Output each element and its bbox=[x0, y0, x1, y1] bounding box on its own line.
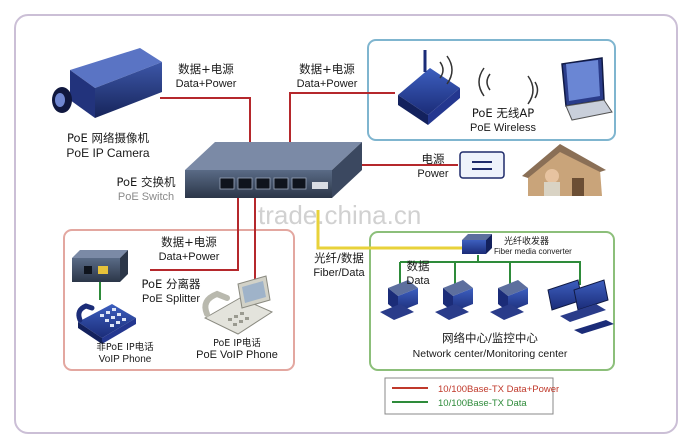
ap-link-line bbox=[289, 92, 395, 143]
camera-label-cn: PoE 网络摄像机 bbox=[67, 131, 149, 145]
converter-label-en: Fiber media converter bbox=[494, 247, 572, 256]
ip-phone-icon bbox=[76, 303, 136, 344]
voip-non-poe-label-cn: 非PoE IP电话 bbox=[96, 341, 154, 353]
fiber-label-cn: 光纤/数据 bbox=[314, 251, 364, 265]
diagram-frame bbox=[14, 14, 678, 434]
splitter-label-en: PoE Splitter bbox=[142, 293, 200, 305]
poe-splitter-icon bbox=[72, 250, 128, 282]
center-bus-line bbox=[477, 255, 581, 285]
power-label-en: Power bbox=[417, 168, 449, 180]
splitter-label-cn: PoE 分离器 bbox=[142, 277, 201, 291]
wireless-group-box bbox=[367, 39, 616, 141]
switch-label-en: PoE Switch bbox=[118, 191, 174, 203]
wireless-label-en: PoE Wireless bbox=[470, 122, 537, 134]
fiber-label-en: Fiber/Data bbox=[313, 267, 365, 279]
ap-link-label-cn: 数据+电源 bbox=[299, 62, 355, 76]
center-label-en: Network center/Monitoring center bbox=[413, 348, 568, 360]
laptop-icon bbox=[527, 57, 613, 121]
camera-link-line bbox=[160, 97, 251, 143]
monitoring-station-icon bbox=[547, 279, 614, 334]
watermark: trade.china.cn bbox=[258, 200, 421, 230]
converter-label-cn: 光纤收发器 bbox=[504, 235, 549, 247]
camera-label-en: PoE IP Camera bbox=[66, 146, 149, 160]
camera-link-label-cn: 数据+电源 bbox=[178, 62, 234, 76]
ap-link-label-en: Data+Power bbox=[297, 78, 358, 90]
ip-camera-icon bbox=[52, 48, 162, 118]
poe-voip-label-cn: PoE IP电话 bbox=[213, 337, 261, 349]
camera-link-label-en: Data+Power bbox=[176, 78, 237, 90]
legend-label-data: 10/100Base-TX Data bbox=[438, 398, 527, 409]
legend-box bbox=[384, 377, 554, 415]
poe-voip-label-en: PoE VoIP Phone bbox=[196, 349, 278, 361]
splitter-link-label-en: Data+Power bbox=[159, 251, 220, 263]
fiber-converter-icon bbox=[462, 234, 492, 254]
switch-label-cn: PoE 交换机 bbox=[117, 175, 176, 189]
center-label-cn: 网络中心/监控中心 bbox=[442, 331, 538, 345]
data-label-en: Data bbox=[406, 275, 430, 287]
legend-label-data-power: 10/100Base-TX Data+Power bbox=[438, 384, 559, 395]
power-outlet-icon bbox=[459, 151, 505, 179]
computer-icon bbox=[435, 280, 473, 320]
voip-non-poe-label-en: VoIP Phone bbox=[99, 354, 152, 365]
poe-voip-phone-icon bbox=[202, 275, 274, 335]
fiber-line bbox=[316, 210, 462, 250]
splitter-group-box bbox=[63, 229, 295, 371]
splitter-link-label-cn: 数据+电源 bbox=[161, 235, 217, 249]
wireless-router-icon bbox=[398, 50, 491, 125]
center-group-box bbox=[369, 231, 615, 371]
power-label-cn: 电源 bbox=[422, 152, 445, 166]
computer-icon bbox=[380, 280, 418, 320]
poe-switch-icon bbox=[185, 142, 362, 198]
computer-icon bbox=[490, 280, 528, 320]
wireless-label-cn: PoE 无线AP bbox=[472, 106, 534, 120]
splitter-link-line bbox=[150, 195, 239, 271]
home-icon bbox=[522, 144, 606, 196]
data-label-cn: 数据 bbox=[407, 259, 430, 273]
